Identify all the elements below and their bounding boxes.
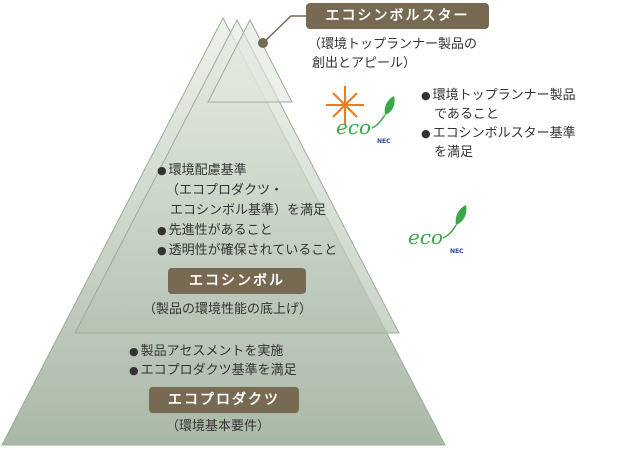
eco-symbol-star-subtitle-1: （環境トップランナー製品の bbox=[308, 37, 478, 52]
nec-logo-text: NEC bbox=[377, 138, 391, 145]
products-bullet-2: エコプロダクツ基準を満足 bbox=[129, 361, 297, 380]
eco-logo-text: eco bbox=[336, 115, 372, 139]
symbol-bullet-1-cont-1: （エコプロダクツ・ bbox=[166, 183, 284, 198]
connector-dot bbox=[258, 38, 268, 48]
nec-logo-text-2: NEC bbox=[450, 248, 464, 255]
symbol-bullet-1: 環境配慮基準 bbox=[157, 161, 247, 180]
eco-symbol-label: エコシンボル bbox=[168, 268, 306, 294]
eco-logo-text-2: eco bbox=[408, 225, 444, 249]
connector-line bbox=[262, 15, 306, 44]
star-bullet-1: 環境トップランナー製品 bbox=[421, 86, 576, 105]
eco-leaf-icon bbox=[371, 96, 395, 129]
eco-symbol-star-subtitle-2: 創出とアピール） bbox=[312, 56, 417, 71]
symbol-bullet-3: 透明性が確保されていること bbox=[157, 241, 338, 260]
eco-symbol-star-triangle bbox=[207, 18, 293, 103]
symbol-bullet-1-cont-2: エコシンボル基準）を満足 bbox=[170, 203, 327, 218]
symbol-bullet-2: 先進性があること bbox=[157, 221, 273, 240]
eco-symbol-subtitle: （製品の環境性能の底上げ） bbox=[143, 302, 313, 317]
star-icon bbox=[326, 86, 364, 124]
star-bullet-2: エコシンボルスター基準 bbox=[421, 124, 576, 143]
eco-products-label: エコプロダクツ bbox=[149, 387, 299, 413]
products-bullet-1: 製品アセスメントを実施 bbox=[129, 342, 284, 361]
eco-products-subtitle: （環境基本要件） bbox=[166, 419, 271, 434]
star-bullet-1-cont: であること bbox=[434, 107, 499, 122]
star-bullet-2-cont: を満足 bbox=[434, 145, 474, 160]
eco-symbol-star-label: エコシンボルスター bbox=[306, 3, 489, 29]
eco-leaf-icon-2 bbox=[442, 205, 467, 239]
